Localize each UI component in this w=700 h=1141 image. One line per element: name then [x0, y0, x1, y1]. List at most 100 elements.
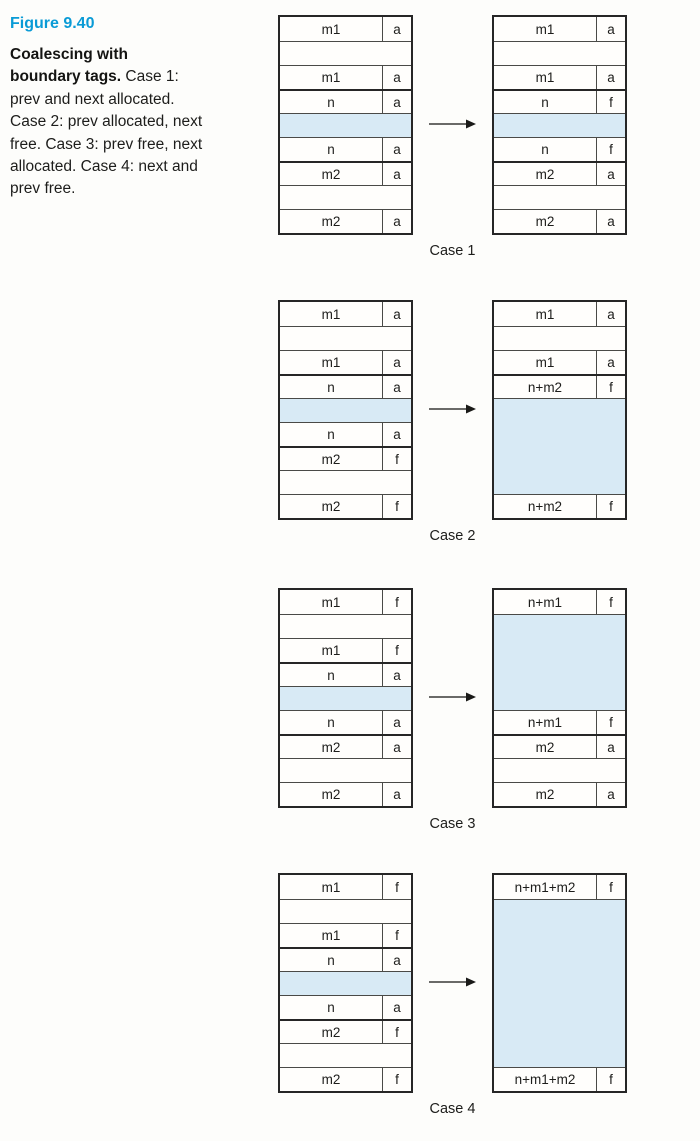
block-size-label: m2	[280, 163, 383, 185]
alloc-tag: f	[395, 643, 399, 658]
arrow-right-icon	[428, 402, 476, 414]
caption-line: boundary tags. Case 1:	[10, 66, 254, 88]
block-size-label: m2	[280, 1068, 383, 1091]
payload-row	[280, 41, 411, 65]
block-size-label: n+m2	[494, 495, 597, 518]
alloc-tag: a	[607, 355, 615, 370]
alloc-tag: f	[609, 715, 613, 730]
alloc-tag: f	[395, 879, 399, 895]
alloc-tag: f	[395, 499, 399, 514]
block-size-label: n+m1	[494, 711, 597, 734]
block-size-label: m2	[280, 210, 383, 233]
alloc-tag: f	[609, 1072, 613, 1087]
alloc-tag: a	[607, 21, 615, 37]
alloc-tag: a	[607, 214, 615, 229]
payload-row	[280, 1043, 411, 1067]
alloc-tag: f	[609, 142, 613, 157]
caption-regular-text: Case 2: prev allocated, next	[10, 113, 203, 131]
block-size-label: m2	[494, 783, 597, 806]
payload-row	[280, 614, 411, 638]
block-size-label: m1	[280, 17, 383, 41]
alloc-tag: f	[609, 594, 613, 610]
alloc-tag: a	[393, 21, 401, 37]
alloc-tag: a	[393, 715, 401, 730]
block-size-label: m2	[280, 783, 383, 806]
block-size-label: m1	[280, 924, 383, 947]
block-boundary-row: m1 f	[280, 590, 411, 614]
caption-line: allocated. Case 4: next and	[10, 156, 254, 178]
alloc-tag: a	[393, 667, 401, 683]
caption-line: prev and next allocated.	[10, 89, 254, 111]
block-size-label: m1	[280, 590, 383, 614]
caption-line: Coalescing with	[10, 44, 254, 66]
free-payload-row	[280, 113, 411, 137]
free-payload-row	[494, 614, 625, 710]
alloc-tag: a	[393, 166, 401, 182]
alloc-tag: f	[609, 379, 613, 395]
payload-row	[494, 758, 625, 782]
alloc-tag: a	[607, 70, 615, 85]
free-payload-row	[280, 398, 411, 422]
payload-row	[280, 326, 411, 350]
block-size-label: m1	[494, 66, 597, 89]
block-boundary-row: n+m1+m2 f	[494, 1067, 625, 1091]
free-payload-row	[494, 113, 625, 137]
block-size-label: n	[280, 949, 383, 971]
arrow-right-icon	[428, 975, 476, 987]
alloc-tag: a	[393, 306, 401, 322]
block-size-label: m2	[280, 448, 383, 470]
alloc-tag: a	[393, 787, 401, 802]
alloc-tag: f	[395, 1024, 399, 1040]
free-payload-row	[494, 899, 625, 1067]
block-size-label: n+m1	[494, 590, 597, 614]
block-size-label: m2	[494, 163, 597, 185]
free-payload-row	[280, 971, 411, 995]
alloc-tag: a	[393, 739, 401, 755]
caption-regular-text: free. Case 3: prev free, next	[10, 135, 203, 153]
alloc-tag: f	[395, 594, 399, 610]
alloc-tag: a	[393, 952, 401, 968]
payload-row	[280, 899, 411, 923]
alloc-tag: a	[393, 94, 401, 110]
alloc-tag: a	[607, 739, 615, 755]
figure-number-label: Figure 9.40	[10, 15, 95, 32]
block-boundary-row: m1 a	[494, 65, 625, 89]
case-label: Case 4	[429, 1101, 476, 1117]
block-size-label: n+m1+m2	[494, 1068, 597, 1091]
block-boundary-row: m2 a	[494, 209, 625, 233]
alloc-tag: a	[393, 1000, 401, 1015]
block-size-label: m2	[494, 210, 597, 233]
block-size-label: m2	[280, 736, 383, 758]
caption-regular-text: prev and next allocated.	[10, 90, 175, 108]
